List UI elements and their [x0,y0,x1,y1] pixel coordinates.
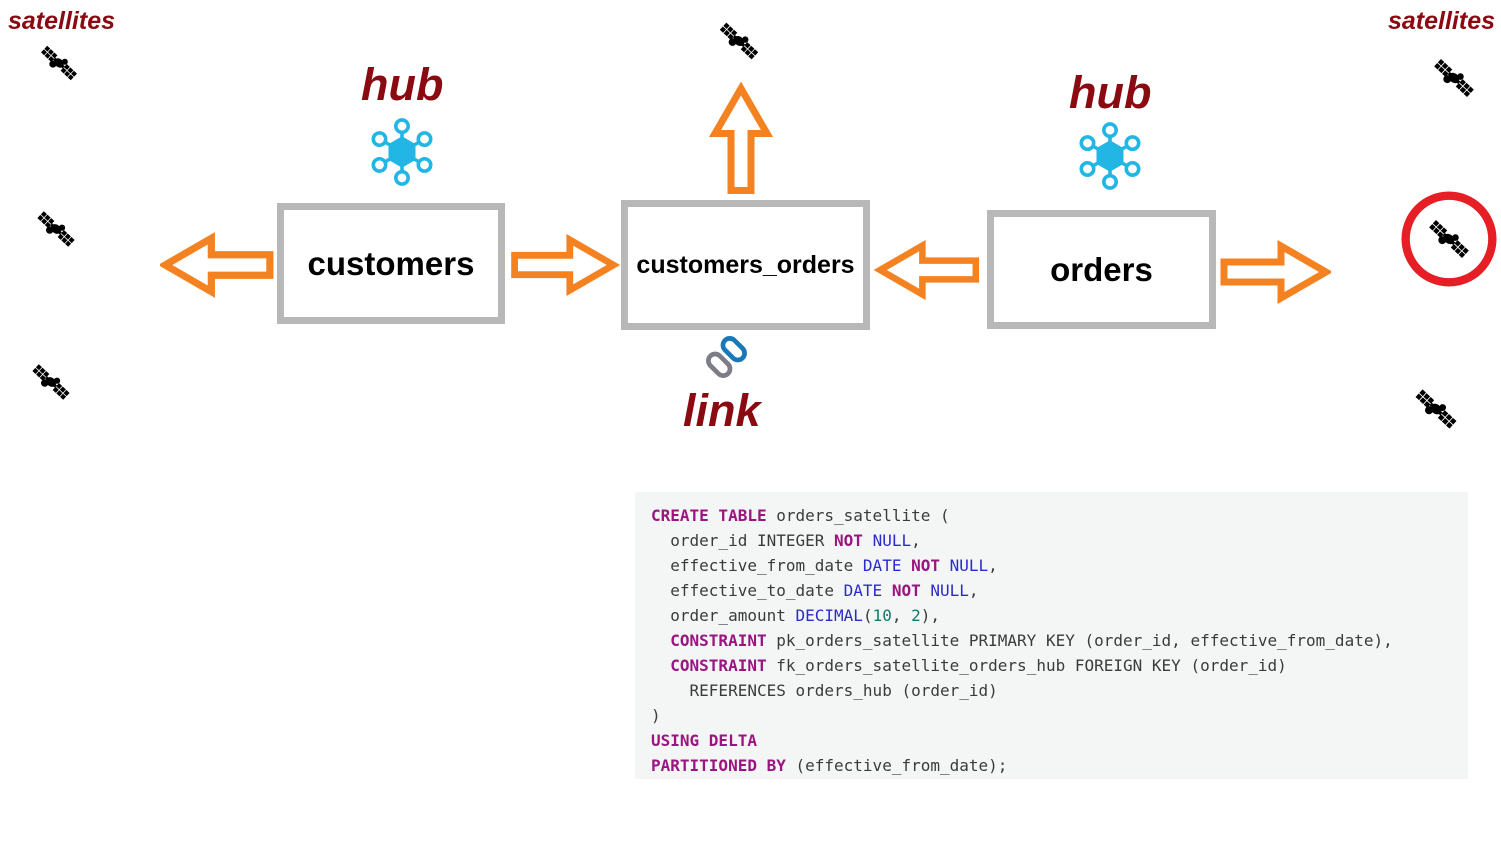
satellite-icon [1403,376,1469,442]
satellite-icon [1422,46,1486,110]
customers-orders-link-box-label: customers_orders [636,250,855,279]
sql-code-block: CREATE TABLE orders_satellite ( order_id… [635,492,1468,779]
arrow-left-icon [160,232,275,298]
link-chain-icon [702,332,752,382]
satellite-icon [21,352,81,412]
satellites-right-label: satellites [1388,7,1496,35]
satellites-left-label: satellites [8,7,116,35]
hub-icon [1074,120,1146,192]
satellite-highlighted-icon [1399,189,1499,289]
hub-customers-label: hub [361,59,444,110]
hub-icon [366,116,438,188]
orders-hub-box: orders [987,210,1216,329]
hub-orders-label: hub [1069,67,1152,118]
link-label: link [683,385,761,436]
arrow-right-icon [508,234,620,296]
satellite-icon [26,199,86,259]
arrow-right-icon [1219,240,1331,304]
orders-hub-box-label: orders [1050,250,1153,288]
customers-orders-link-box: customers_orders [621,200,870,330]
customers-hub-box-label: customers [307,244,475,282]
customers-hub-box: customers [277,203,505,324]
satellite-icon [708,10,770,72]
satellite-icon [30,34,88,92]
arrow-left-icon [872,240,984,300]
arrow-up-icon [709,82,773,197]
